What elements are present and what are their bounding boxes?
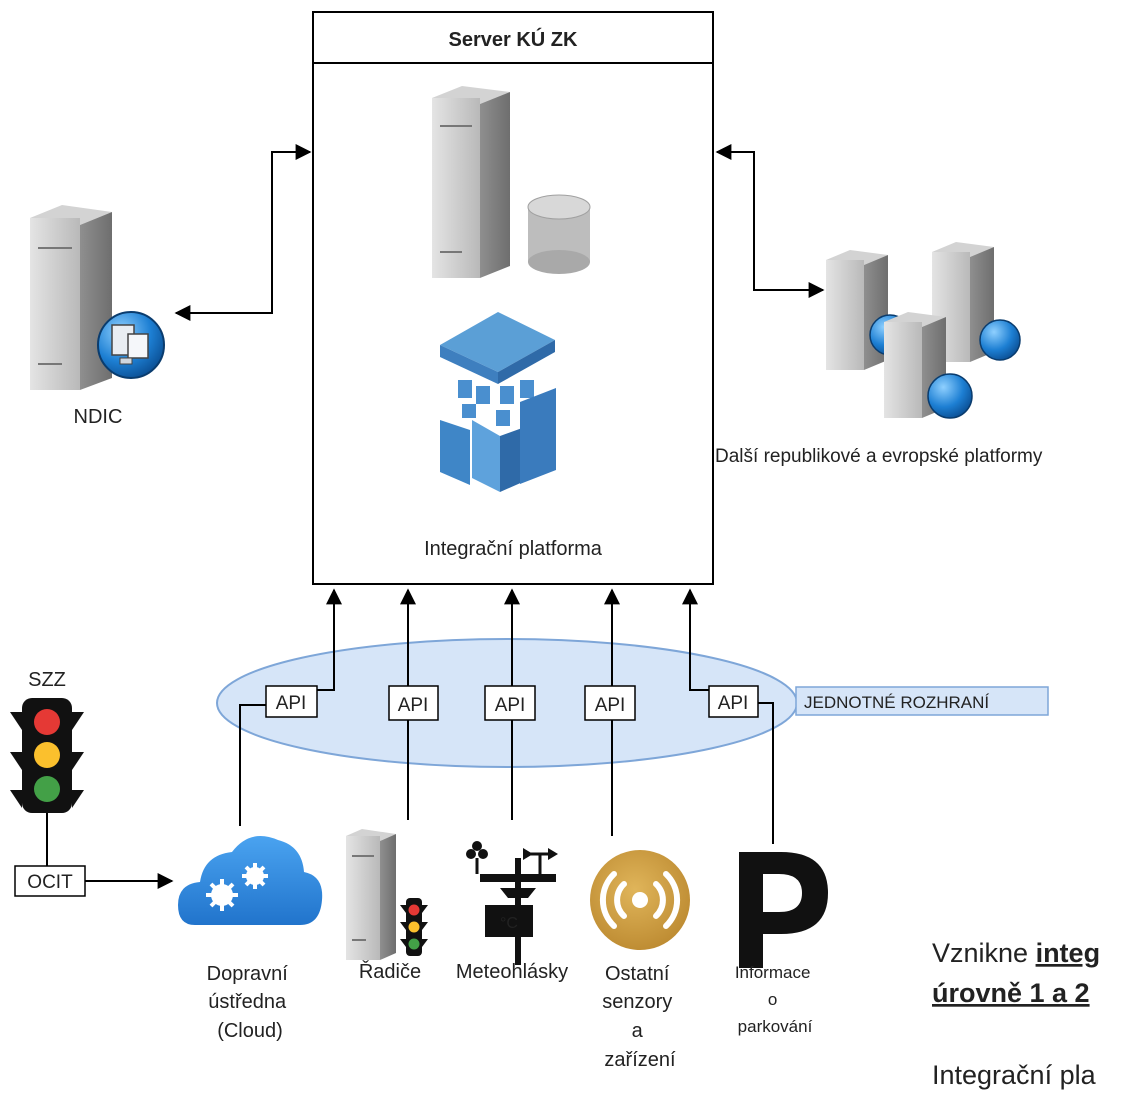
- ndic-label: NDIC: [74, 406, 123, 428]
- weather-station-icon: °C: [466, 841, 558, 965]
- svg-text:API: API: [398, 695, 429, 716]
- database-icon: [527, 194, 591, 274]
- parking-label: Informace o parkování: [735, 963, 815, 1036]
- svg-text:°C: °C: [500, 915, 518, 932]
- side-text-line3: Integrační pla: [932, 1060, 1097, 1090]
- svg-text:API: API: [495, 695, 526, 716]
- ndic-connector: [174, 144, 312, 321]
- dispatch-label: Dopravní ústředna (Cloud): [207, 963, 294, 1042]
- integration-platform-icon: [440, 312, 556, 492]
- api-box: API: [708, 685, 759, 718]
- api-box: API: [265, 685, 318, 718]
- traffic-light-icon: [10, 698, 84, 813]
- sensor-icon: [590, 850, 690, 950]
- server-icon: [432, 86, 510, 278]
- api-box: API: [388, 685, 439, 721]
- szz-label: SZZ: [28, 669, 66, 691]
- meteo-label: Meteohlásky: [456, 961, 568, 983]
- unified-interface-label: JEDNOTNÉ ROZHRANÍ: [795, 686, 1049, 716]
- side-text-line1: Vznikne integ: [932, 938, 1100, 968]
- svg-text:API: API: [718, 693, 749, 714]
- controllers-label: Řadiče: [359, 960, 421, 983]
- svg-text:JEDNOTNÉ ROZHRANÍ: JEDNOTNÉ ROZHRANÍ: [804, 693, 989, 712]
- mini-traffic-light-icon: [400, 898, 428, 956]
- platform-label: Integrační platforma: [424, 538, 603, 560]
- svg-text:API: API: [276, 693, 307, 714]
- side-text-line2: úrovně 1 a 2: [932, 978, 1090, 1008]
- cloud-gears-icon: [178, 836, 323, 925]
- parking-icon: [739, 852, 828, 968]
- ndic-server-icon: [30, 205, 112, 390]
- server-title: Server KÚ ZK: [449, 27, 578, 51]
- platforms-connector: [715, 144, 825, 298]
- svg-text:API: API: [595, 695, 626, 716]
- other-platforms-icon: [826, 242, 1021, 419]
- api-connectors: [239, 588, 774, 844]
- sensors-label: Ostatní senzory a zařízení: [602, 963, 678, 1071]
- ocit-box: OCIT: [14, 865, 86, 897]
- server-box: Server KÚ ZK: [312, 11, 714, 585]
- api-box: API: [484, 685, 536, 721]
- controller-server-icon: [346, 829, 396, 960]
- device-globe-icon: [97, 311, 165, 379]
- other-platforms-label: Další republikové a evropské platformy: [715, 446, 1043, 467]
- svg-text:OCIT: OCIT: [27, 872, 73, 893]
- api-box: API: [584, 685, 636, 721]
